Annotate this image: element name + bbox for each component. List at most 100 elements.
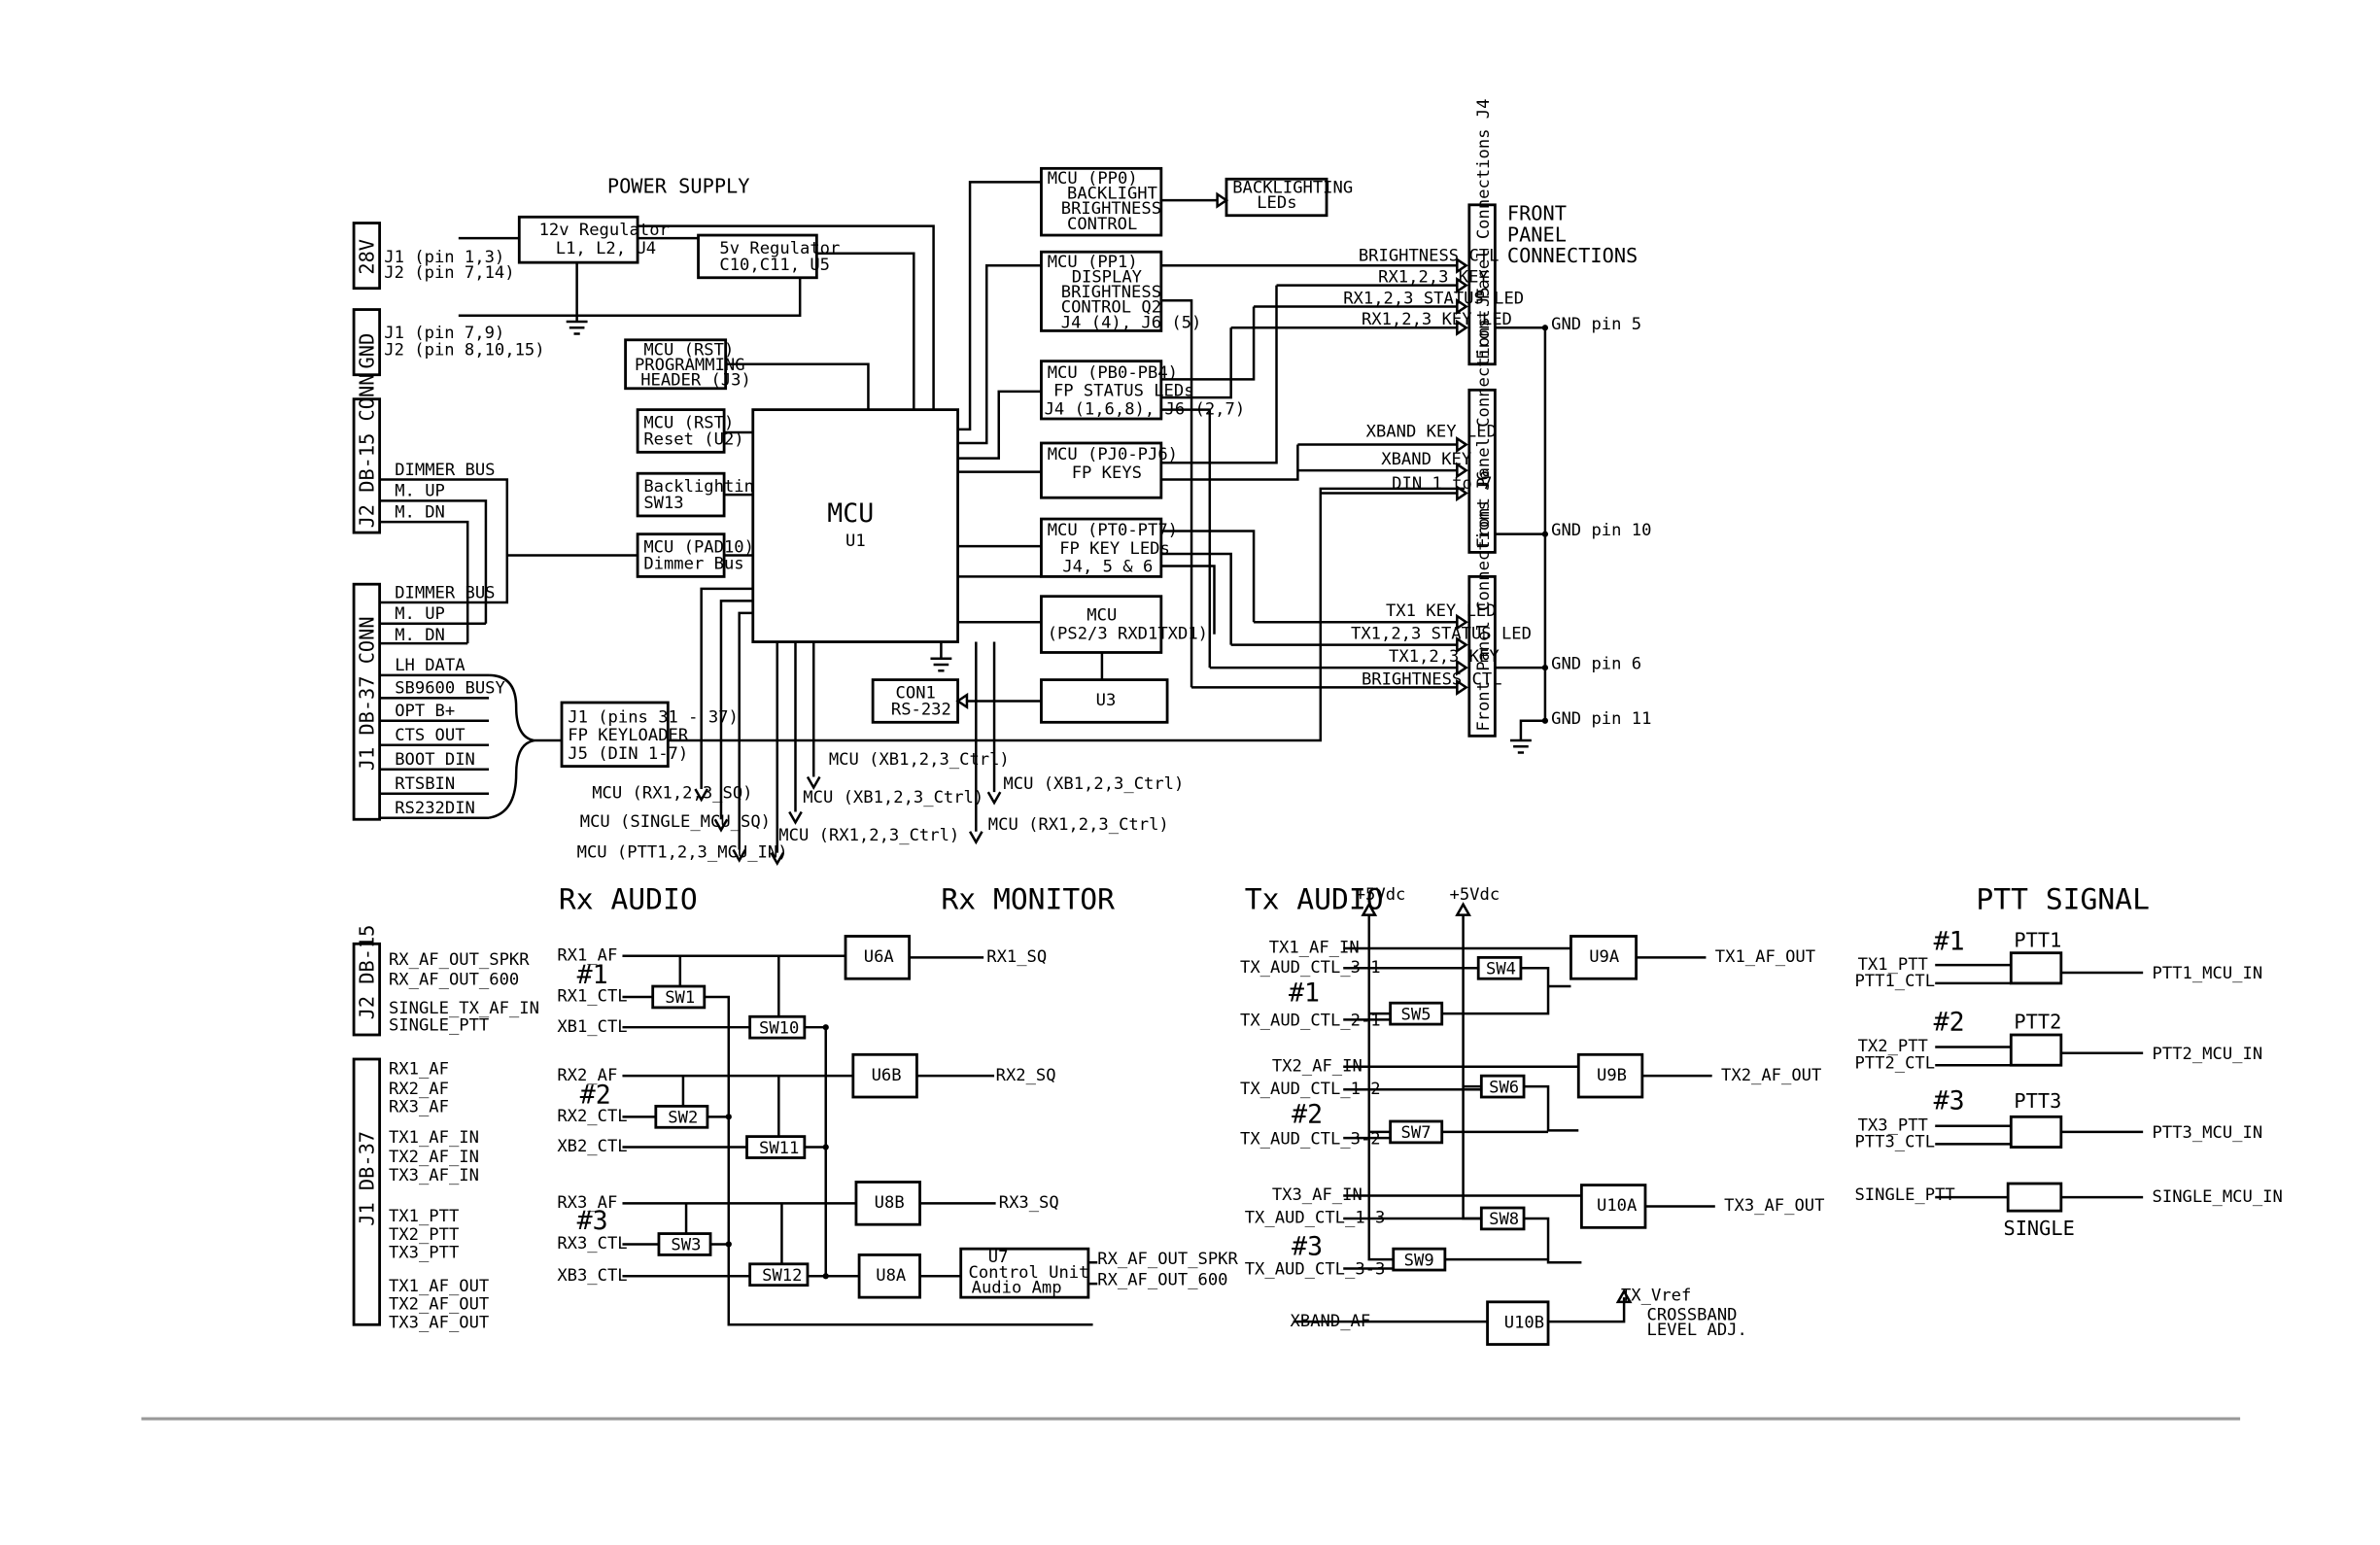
svg-text:SW1: SW1 <box>665 988 695 1008</box>
svg-text:MCU (PJ0-PJ6): MCU (PJ0-PJ6) <box>1048 445 1178 464</box>
svg-text:12v Regulator: 12v Regulator <box>539 221 670 240</box>
connector-j2-db15-conn: J2 DB-15 CONN <box>352 374 382 534</box>
sw7: SW7 <box>1389 1119 1444 1145</box>
svg-text:SW5: SW5 <box>1401 1005 1431 1024</box>
sw9: SW9 <box>1392 1247 1447 1272</box>
ptt-output-label: PTT3_MCU_IN <box>2153 1123 2263 1143</box>
front-panel-title-2: PANEL <box>1507 223 1567 246</box>
connector-j1-db37-conn: J1 DB-37 CONN <box>352 582 382 821</box>
mcu-port-label: MCU (XB1,2,3_Ctrl) <box>829 750 1010 770</box>
svg-text:TX1_AF_IN: TX1_AF_IN <box>1269 939 1360 958</box>
svg-text:TX2_AF_IN: TX2_AF_IN <box>1272 1056 1362 1076</box>
ground-symbol <box>930 657 952 672</box>
svg-text:Backlighting: Backlighting <box>643 477 764 497</box>
svg-text:SW10: SW10 <box>759 1018 799 1038</box>
tx-audio-title: Tx AUDIO <box>1245 881 1384 915</box>
rx-input-labels: RX1_AF RX1_CTL XB1_CTL RX2_AF RX2_CTL XB… <box>557 945 627 1285</box>
svg-text:MCU (RST): MCU (RST) <box>643 413 734 432</box>
con1-rs232-block: CON1 RS-232 <box>871 678 959 724</box>
fp-signal: TX1 KEY LED <box>1386 601 1497 621</box>
svg-text:HEADER (J3): HEADER (J3) <box>640 371 751 391</box>
svg-text:J4 (4), J6 (5): J4 (4), J6 (5) <box>1061 313 1202 332</box>
gnd-pin-label: J2 (pin 8,10,15) <box>384 340 544 360</box>
svg-text:U6B: U6B <box>872 1066 902 1085</box>
ptt-label: PTT3 <box>2014 1089 2061 1113</box>
svg-text:RS-232: RS-232 <box>891 701 951 720</box>
svg-text:GND: GND <box>355 333 378 369</box>
svg-text:TX2_AF_OUT: TX2_AF_OUT <box>389 1295 489 1315</box>
rx-channel-number: #3 <box>577 1206 608 1236</box>
svg-text:U8B: U8B <box>875 1193 905 1213</box>
svg-text:RX1_CTL: RX1_CTL <box>557 987 627 1007</box>
svg-text:LEDs: LEDs <box>1257 193 1296 213</box>
mcu-port-label: MCU (PTT1,2,3_MCU_IN) <box>577 842 788 862</box>
svg-text:TX3_AF_IN: TX3_AF_IN <box>1272 1185 1362 1205</box>
rx-audio-title: Rx AUDIO <box>559 881 698 915</box>
dimmer-signal: M. DN <box>395 502 445 522</box>
regulator-12v: 12v Regulator L1, L2, U4 <box>517 215 670 264</box>
sw2: SW2 <box>654 1104 709 1129</box>
dimmer-bus-block: MCU (PAD10) Dimmer Bus <box>636 532 754 578</box>
svg-text:CONTROL: CONTROL <box>1067 215 1137 234</box>
svg-text:J2 DB-15: J2 DB-15 <box>355 925 378 1020</box>
svg-text:SW12: SW12 <box>762 1266 802 1286</box>
svg-text:U10A: U10A <box>1597 1196 1638 1216</box>
ptt-output-label: PTT2_MCU_IN <box>2153 1045 2263 1064</box>
svg-text:CONTROL Q2: CONTROL Q2 <box>1061 298 1161 318</box>
svg-text:J1 (pins 31 - 37): J1 (pins 31 - 37) <box>568 707 739 727</box>
ptt-input-label: TX1_PTT <box>1858 955 1928 975</box>
tx-output-label: TX1_AF_OUT <box>1715 947 1815 967</box>
svg-text:MCU: MCU <box>1087 606 1117 626</box>
svg-text:SW11: SW11 <box>759 1139 799 1158</box>
ptt-label: PTT2 <box>2014 1011 2061 1034</box>
tx-channel-number: #1 <box>1289 978 1320 1009</box>
tx-input-labels: TX1_AF_IN TX_AUD_CTL_3-1 TX_AUD_CTL_2-1 … <box>1240 939 1385 1280</box>
power-supply-title: POWER SUPPLY <box>607 174 750 197</box>
rx-output-label: RX3_SQ <box>999 1193 1059 1213</box>
fp-signal: BRIGHTNESS CTL <box>1362 670 1502 689</box>
connector-j1-db37: J1 DB-37 <box>352 1057 382 1326</box>
svg-text:28V: 28V <box>355 239 378 275</box>
dimmer-signal: M. UP <box>395 604 445 624</box>
svg-text:U7: U7 <box>988 1248 1009 1267</box>
single-buffer <box>2006 1182 2063 1213</box>
svg-text:J5 (DIN 1-7): J5 (DIN 1-7) <box>568 744 688 764</box>
svg-text:C10,C11, U5: C10,C11, U5 <box>719 256 830 275</box>
ptt-input-label: SINGLE_PTT <box>1854 1185 1954 1205</box>
u10a: U10A <box>1579 1184 1647 1229</box>
crossband-label: CROSSBAND <box>1647 1306 1738 1325</box>
vdc-label: +5Vdc <box>1450 885 1500 905</box>
gnd-pin-label: J1 (pin 7,9) <box>384 324 504 343</box>
mcu-pj-block: MCU (PJ0-PJ6) FP KEYS <box>1040 441 1178 499</box>
svg-text:SW3: SW3 <box>671 1236 701 1255</box>
svg-text:Front Panel Connections J5: Front Panel Connections J5 <box>1474 287 1494 548</box>
rx-channel-number: #1 <box>577 960 608 990</box>
svg-text:BACKLIGHTING: BACKLIGHTING <box>1232 178 1353 197</box>
j1-signal: RTSBIN <box>395 774 455 794</box>
svg-text:FP KEYLOADER: FP KEYLOADER <box>568 726 689 745</box>
sw3: SW3 <box>657 1232 712 1256</box>
svg-text:SINGLE_PTT: SINGLE_PTT <box>389 1015 489 1035</box>
svg-text:TX_AUD_CTL_2-1: TX_AUD_CTL_2-1 <box>1240 1012 1381 1031</box>
j1-signal: LH DATA <box>395 656 466 675</box>
svg-text:XB1_CTL: XB1_CTL <box>557 1017 627 1037</box>
svg-text:SW2: SW2 <box>668 1109 698 1128</box>
sw1: SW1 <box>651 984 707 1010</box>
svg-text:Control Unit: Control Unit <box>969 1263 1089 1283</box>
ptt-label: PTT1 <box>2014 928 2061 951</box>
mcu-pp0-block: MCU (PP0) BACKLIGHT BRIGHTNESS CONTROL <box>1040 166 1163 237</box>
mcu-port-label: MCU (RX1,2,3_Ctrl) <box>778 826 959 845</box>
svg-text:J4, 5 & 6: J4, 5 & 6 <box>1062 558 1153 577</box>
dimmer-signal: M. DN <box>395 626 445 645</box>
svg-text:TX_AUD_CTL_1-2: TX_AUD_CTL_1-2 <box>1240 1080 1381 1099</box>
svg-text:TX_AUD_CTL_3-3: TX_AUD_CTL_3-3 <box>1245 1260 1386 1280</box>
svg-text:Front Panel Connections J4: Front Panel Connections J4 <box>1474 99 1494 360</box>
dimmer-signal: M. UP <box>395 482 445 501</box>
fp-signal: DIN 1 to 7 <box>1392 474 1492 494</box>
svg-text:RX1_AF: RX1_AF <box>557 945 617 965</box>
ptt-channel-number: #3 <box>1934 1086 1965 1116</box>
mcu-u1-block: MCU U1 <box>751 408 959 643</box>
svg-text:SW13: SW13 <box>643 494 683 513</box>
svg-text:FP KEY LEDs: FP KEY LEDs <box>1059 539 1170 559</box>
